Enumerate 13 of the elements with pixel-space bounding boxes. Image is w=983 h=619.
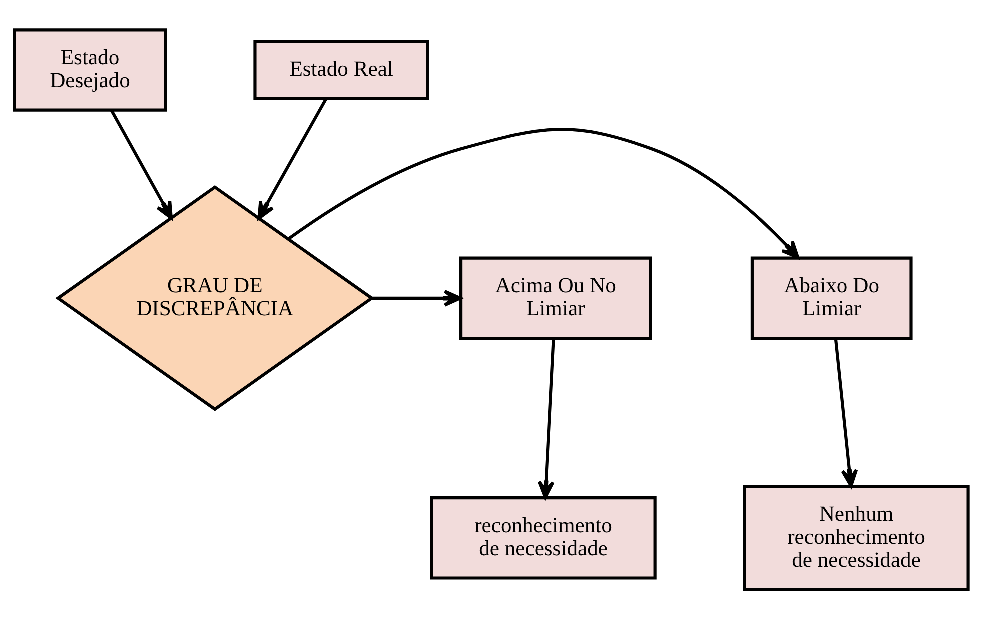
arrow [288,128,800,259]
arrow [258,98,328,220]
arrow [834,338,858,488]
node-box: Acima Ou No Limiar [460,256,652,340]
node-diamond: GRAU DE DISCREPÂNCIA [56,185,375,411]
node-box: Estado Desejado [13,28,168,112]
node-box: reconhecimento de necessidade [430,496,657,580]
arrow [110,109,174,220]
node-box: Nenhum reconhecimento de necessidade [743,484,970,591]
arrow [372,289,462,306]
node-box: Estado Real [254,40,430,100]
arrow [538,338,556,499]
node-box: Abaixo Do Limiar [750,256,913,340]
